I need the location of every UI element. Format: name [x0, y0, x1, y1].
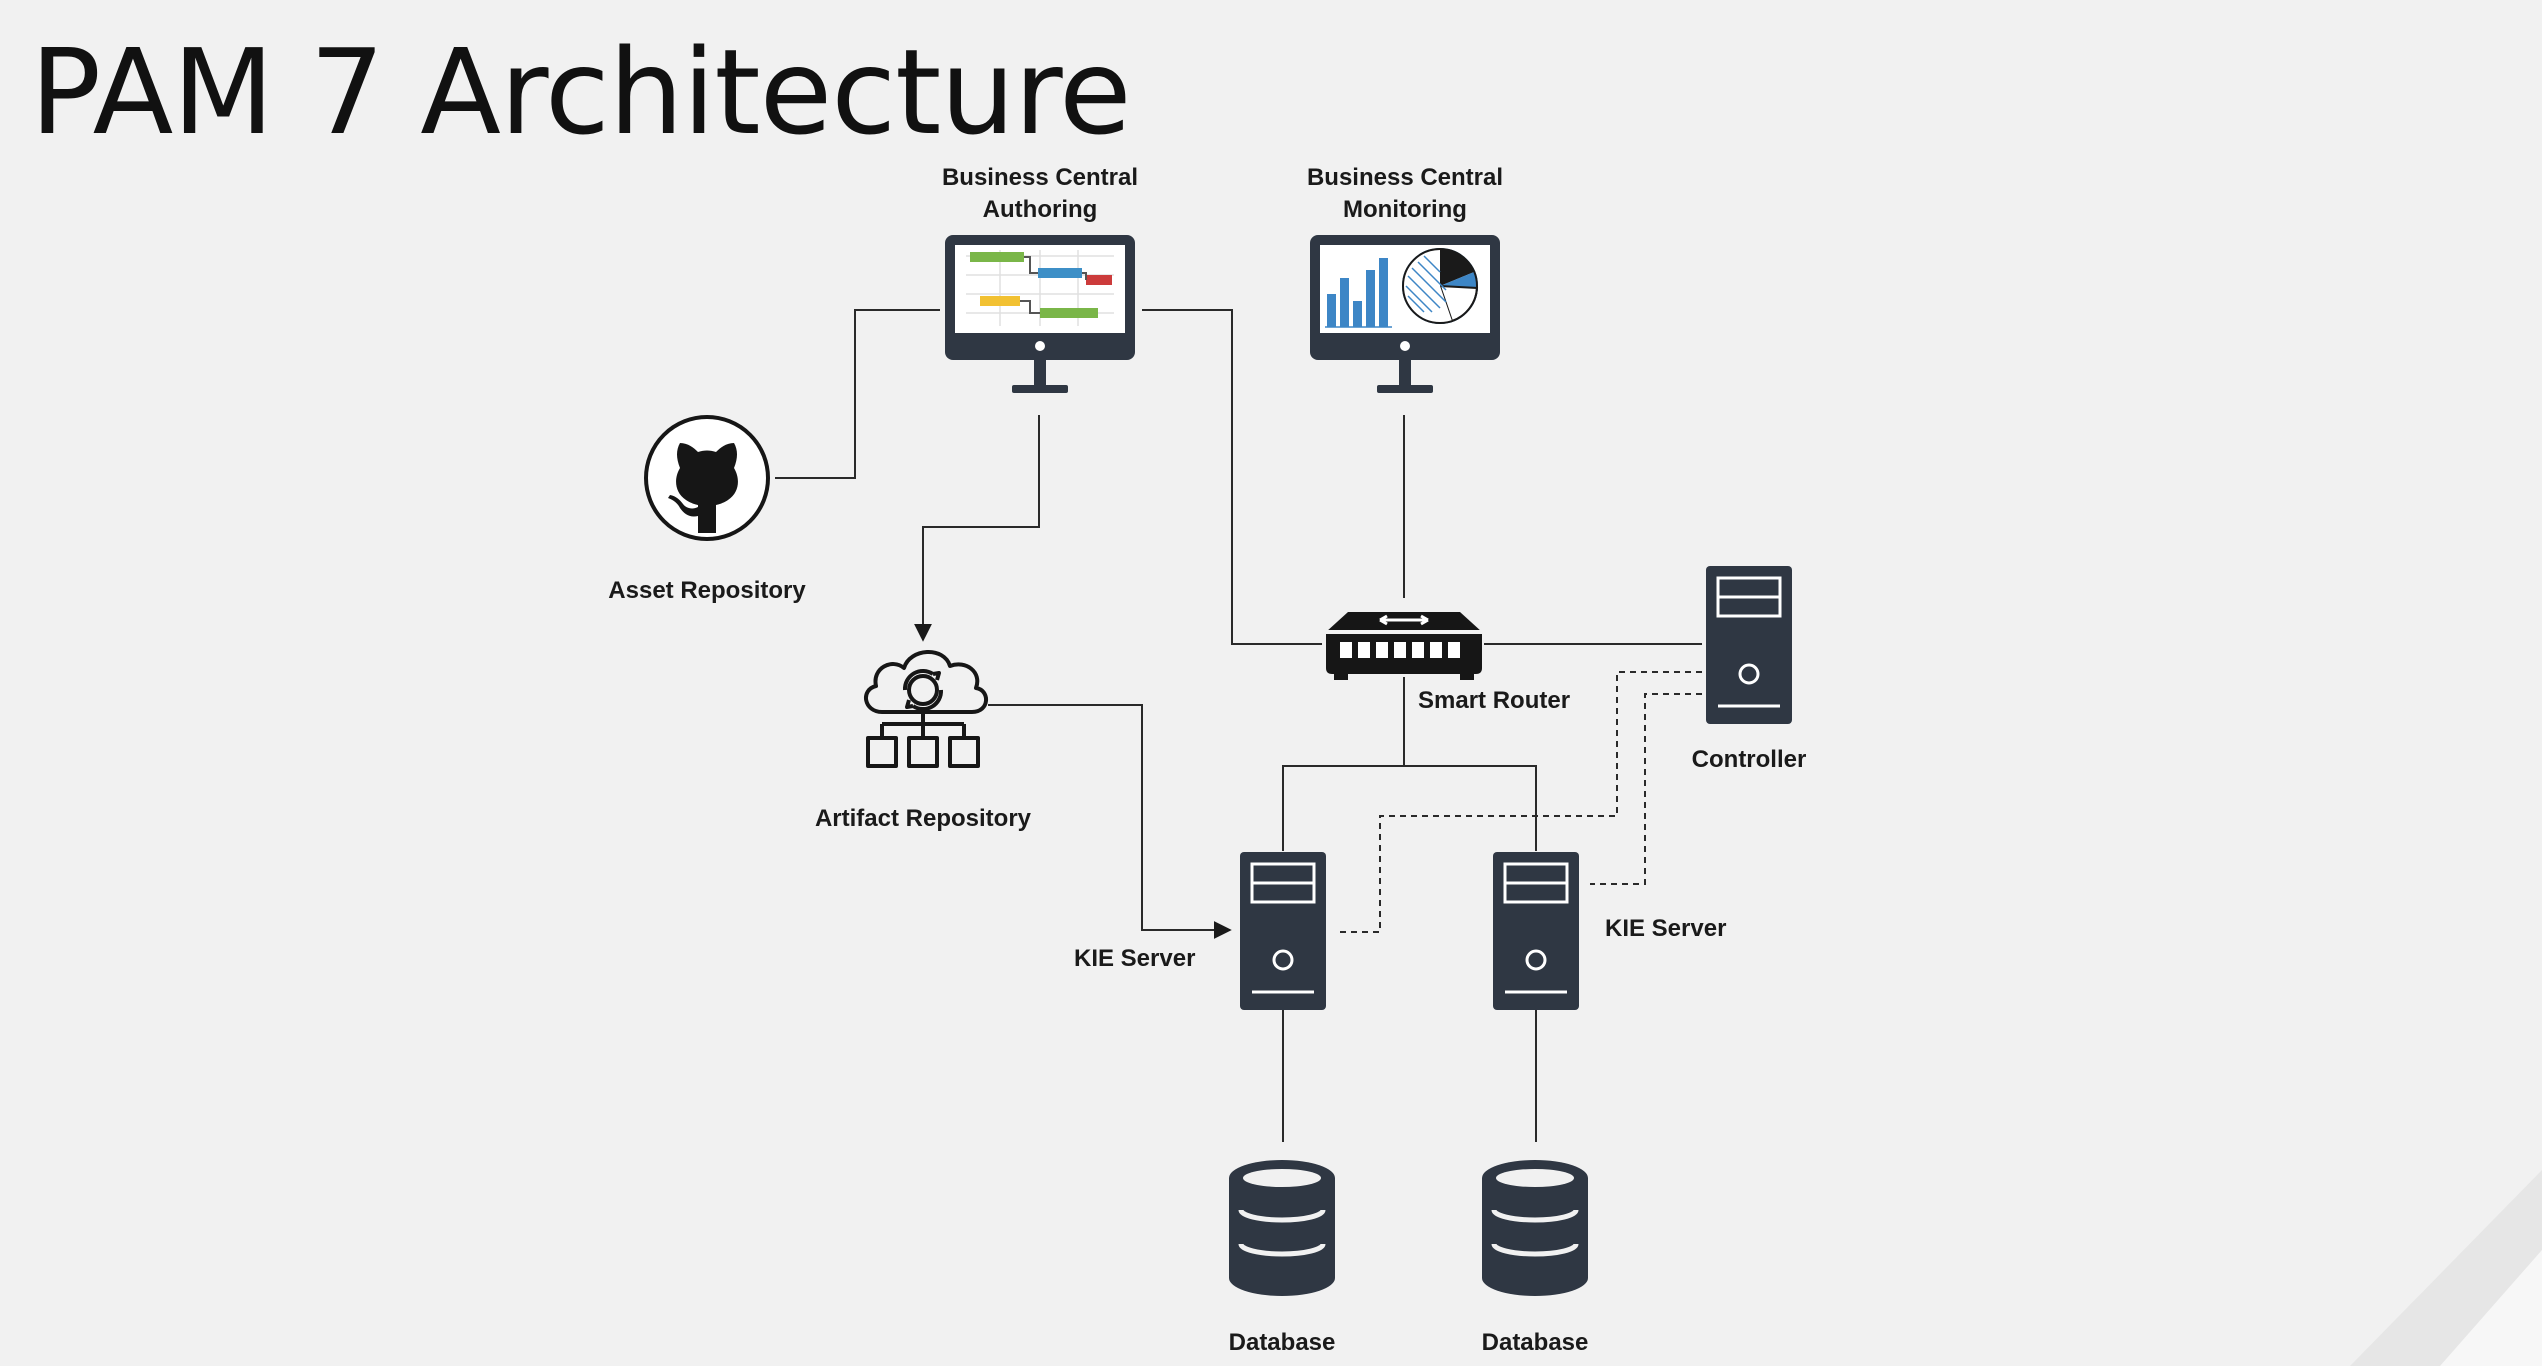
slide-corner-decoration — [2350, 1170, 2542, 1366]
database-1-icon — [1229, 1160, 1335, 1296]
asset-repository-label: Asset Repository — [608, 577, 806, 604]
cloud-network-icon — [864, 650, 988, 768]
dashed-link-controller-to-kie-server-2 — [1590, 693, 1702, 885]
connections — [775, 309, 1702, 1142]
link-artifact-repository-to-kie-server-1 — [988, 704, 1232, 939]
bc-authoring-monitor-icon — [945, 235, 1135, 393]
kie-server-1-icon — [1240, 852, 1326, 1010]
dashed-link-controller-to-kie-server-1 — [1336, 671, 1702, 933]
bc-monitoring-label-line1: Business Central — [1306, 164, 1504, 191]
link-authoring-to-artifact-repository — [914, 415, 1040, 642]
bc-authoring-label-line1: Business Central — [941, 164, 1139, 191]
slide-title: PAM 7 Architecture — [30, 23, 1132, 161]
link-smart-router-to-kie-servers — [1282, 677, 1537, 851]
controller-label: Controller — [1691, 746, 1807, 773]
database-1-label: Database — [1228, 1329, 1336, 1356]
artifact-repository-label: Artifact Repository — [814, 805, 1032, 832]
database-2-icon — [1482, 1160, 1588, 1296]
controller-server-icon — [1706, 566, 1792, 724]
link-authoring-to-smart-router — [1142, 309, 1322, 645]
router-icon — [1326, 612, 1482, 680]
kie-server-2-icon — [1493, 852, 1579, 1010]
gantt-chart-icon — [966, 250, 1114, 326]
database-2-label: Database — [1481, 1329, 1589, 1356]
bar-chart-icon — [1325, 258, 1392, 328]
kie-server-2-label: KIE Server — [1605, 915, 1727, 942]
bc-authoring-label: Business Central Authoring — [942, 162, 1138, 226]
link-authoring-to-asset-repository — [775, 309, 940, 479]
bc-monitoring-label-line2: Monitoring — [1343, 196, 1467, 223]
kie-server-1-label: KIE Server — [1074, 945, 1196, 972]
bc-monitoring-monitor-icon — [1310, 235, 1500, 393]
smart-router-label: Smart Router — [1418, 687, 1571, 714]
bc-authoring-label-line2: Authoring — [982, 196, 1098, 223]
bc-monitoring-label: Business Central Monitoring — [1307, 162, 1503, 226]
github-octocat-icon — [644, 415, 770, 541]
pie-chart-icon — [1402, 248, 1479, 324]
